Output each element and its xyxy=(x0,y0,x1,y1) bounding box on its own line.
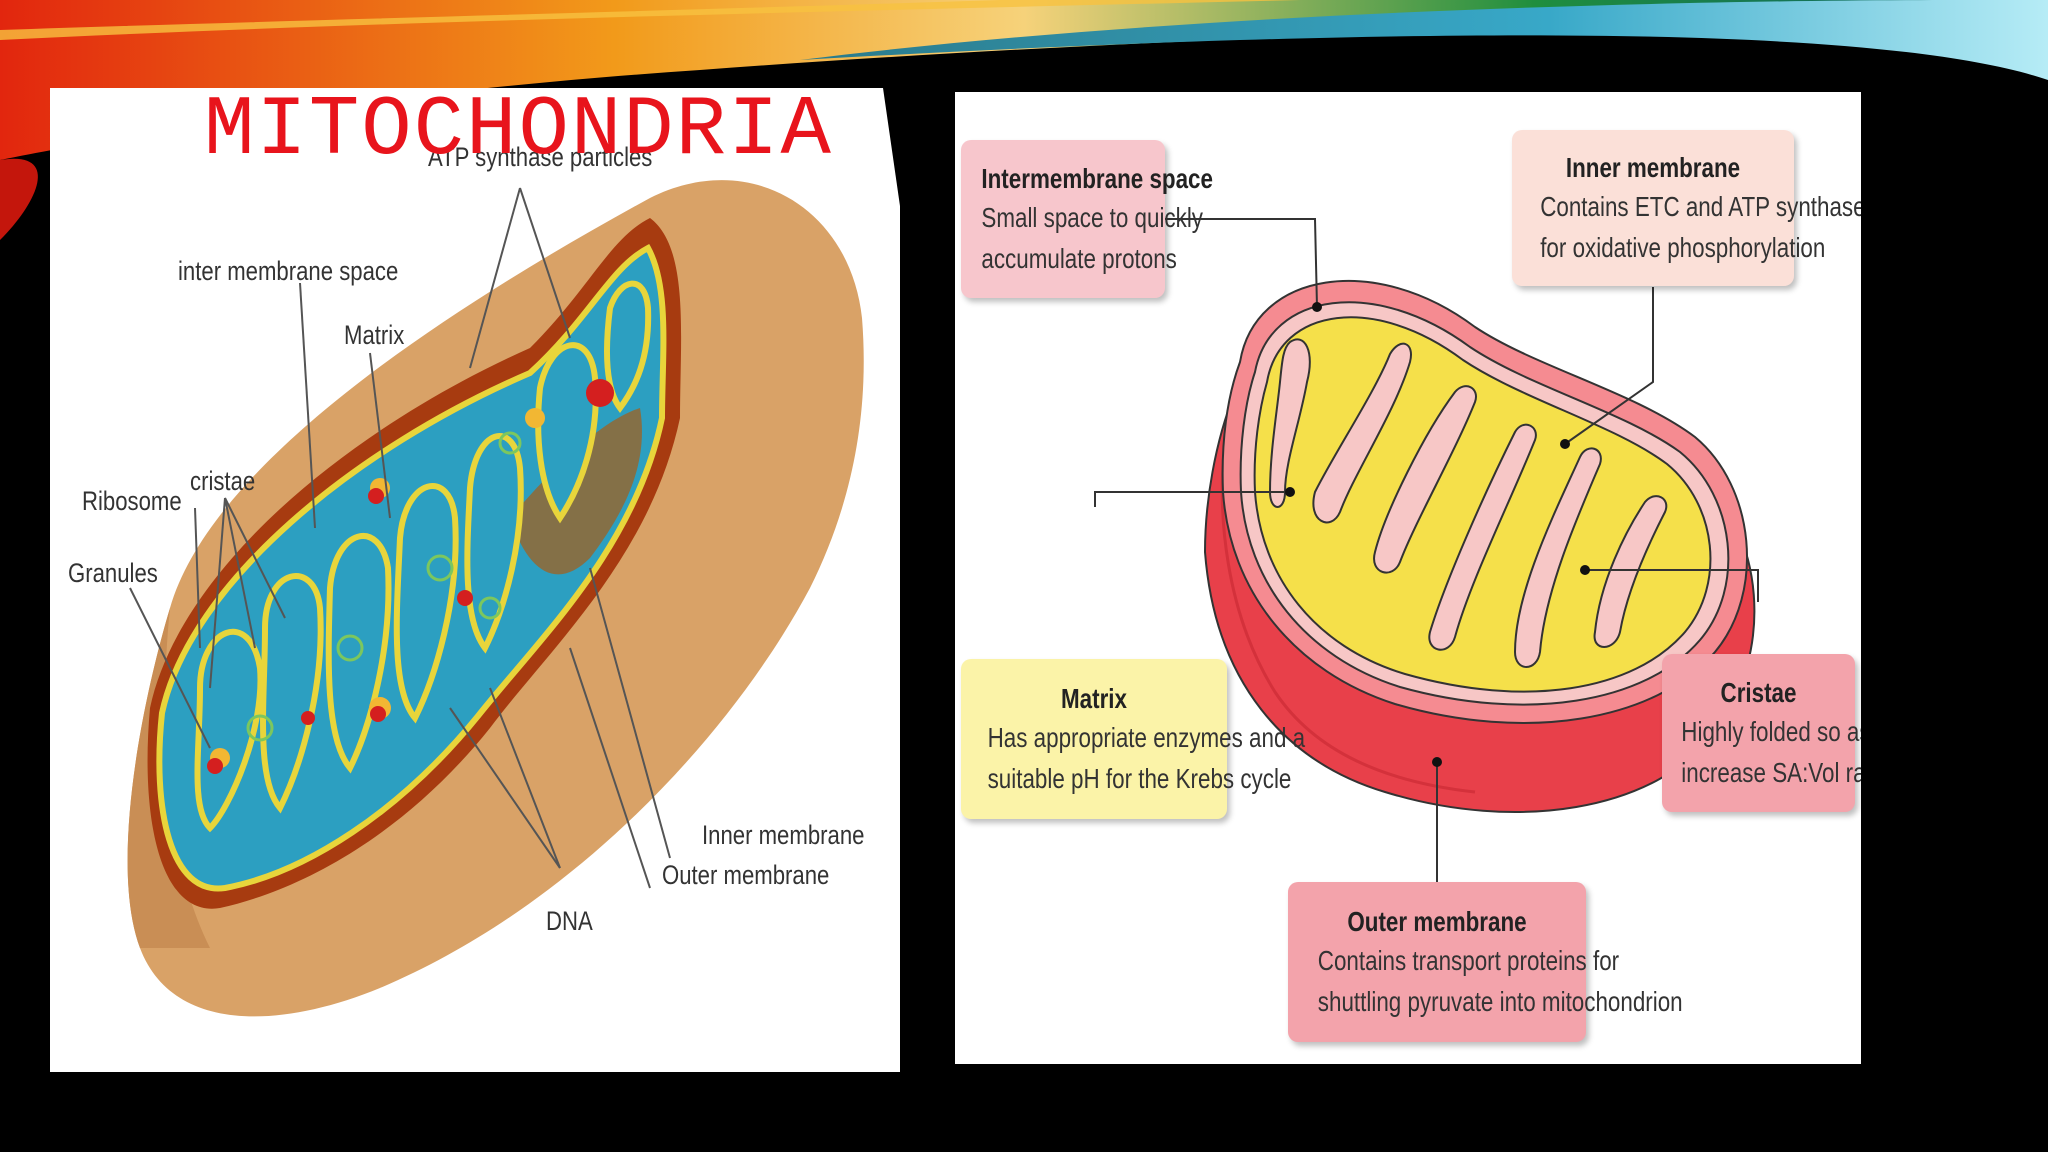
label-atp-synthase: ATP synthase particles xyxy=(428,142,653,172)
mitochondrion-cutaway-illustration xyxy=(127,180,864,1017)
box-matrix-title: Matrix xyxy=(1061,682,1127,714)
box-cristae-title: Cristae xyxy=(1720,676,1797,708)
right-leader-lines xyxy=(1094,218,1759,882)
box-inner-membrane-line1: Contains ETC and ATP synthase xyxy=(1540,191,1861,222)
right-diagram-panel: Intermembrane space Small space to quick… xyxy=(955,92,1861,1064)
box-outer-membrane-line2: shuttling pyruvate into mitochondrion xyxy=(1317,985,1683,1017)
leader-dots xyxy=(1285,302,1590,767)
slide-title: MITOCHONDRIA xyxy=(204,84,833,179)
box-cristae: Cristae Highly folded so as to increase … xyxy=(1662,654,1861,812)
dna-rings xyxy=(246,431,522,742)
box-outer-membrane-title: Outer membrane xyxy=(1347,905,1527,937)
label-dna: DNA xyxy=(546,906,593,936)
box-outer-membrane: Outer membrane Contains transport protei… xyxy=(1288,882,1683,1042)
label-inter-membrane-space: inter membrane space xyxy=(178,256,399,286)
label-matrix: Matrix xyxy=(344,320,405,350)
box-intermembrane-space: Intermembrane space Small space to quick… xyxy=(961,140,1213,298)
label-cristae: cristae xyxy=(190,466,256,496)
box-inner-membrane: Inner membrane Contains ETC and ATP synt… xyxy=(1512,130,1861,286)
box-matrix-line1: Has appropriate enzymes and a xyxy=(987,722,1306,753)
left-leader-lines xyxy=(129,187,671,889)
left-diagram-panel: ATP synthase particles inter membrane sp… xyxy=(50,88,900,1072)
box-inner-membrane-line2: for oxidative phosphorylation xyxy=(1540,231,1826,263)
mitochondrion-labelled-diagram xyxy=(1094,218,1759,882)
box-cristae-line1: Highly folded so as to xyxy=(1681,716,1861,747)
box-intermembrane-space-title: Intermembrane space xyxy=(981,162,1213,194)
box-intermembrane-space-line1: Small space to quickly xyxy=(981,202,1204,233)
box-matrix-line2: suitable pH for the Krebs cycle xyxy=(987,762,1292,794)
box-inner-membrane-title: Inner membrane xyxy=(1565,151,1741,183)
label-inner-membrane: Inner membrane xyxy=(702,820,865,850)
box-matrix: Matrix Has appropriate enzymes and a sui… xyxy=(961,659,1306,819)
label-outer-membrane: Outer membrane xyxy=(662,860,830,890)
label-granules: Granules xyxy=(68,558,158,588)
box-intermembrane-space-line2: accumulate protons xyxy=(981,242,1177,274)
ribosome-dots xyxy=(207,379,614,774)
label-ribosome: Ribosome xyxy=(82,486,182,516)
box-cristae-line2: increase SA:Vol ratio xyxy=(1681,756,1861,788)
box-outer-membrane-line1: Contains transport proteins for xyxy=(1317,945,1620,976)
